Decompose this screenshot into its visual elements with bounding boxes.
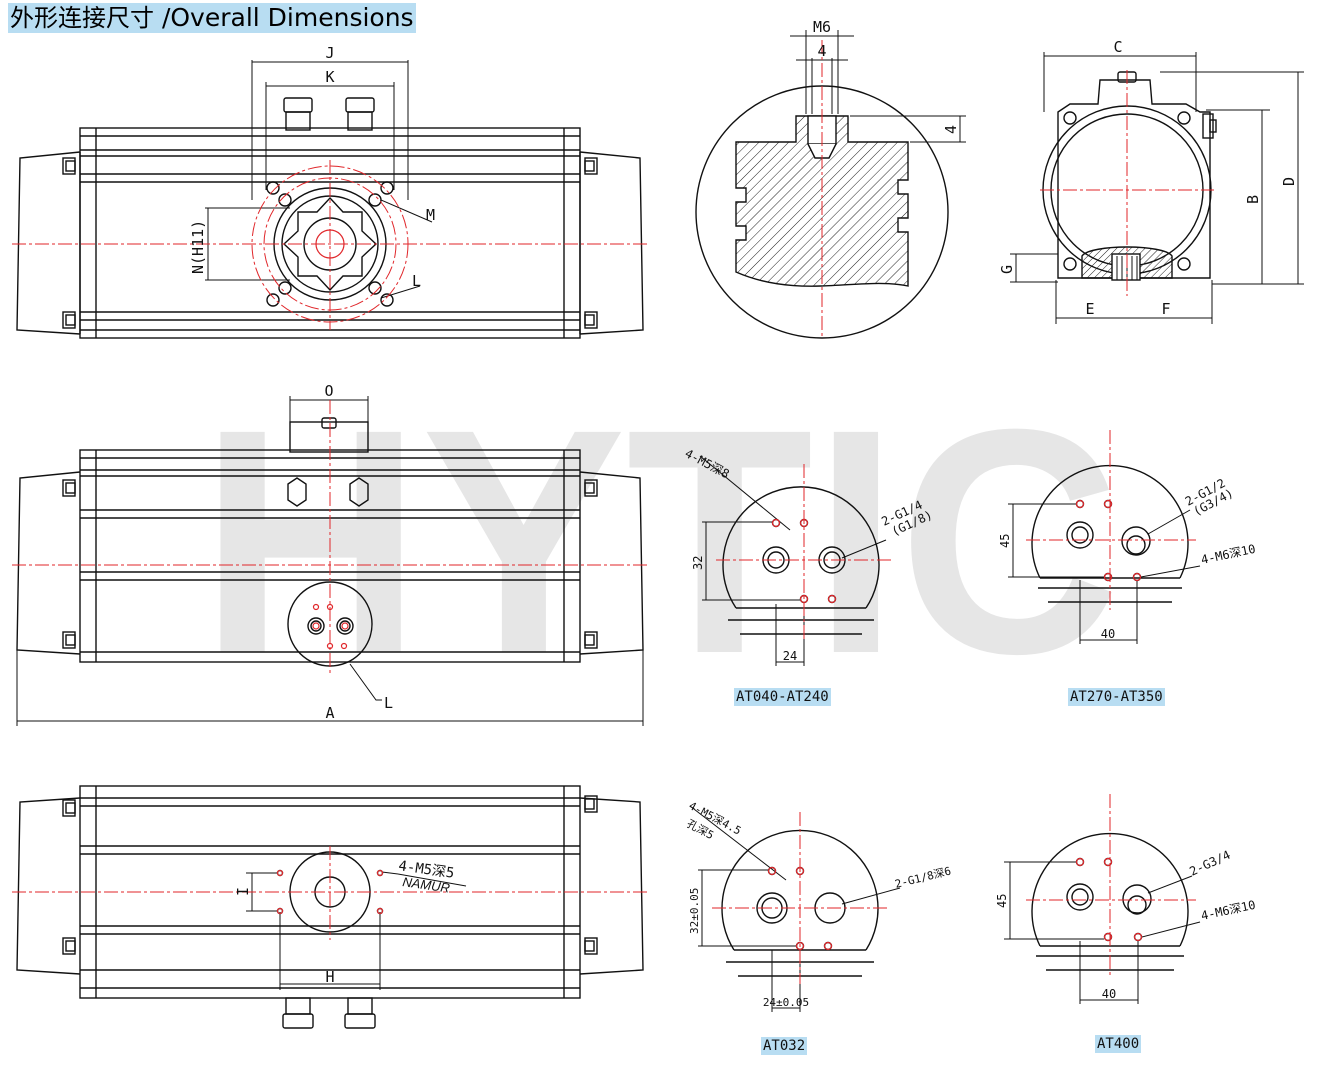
label-M: M xyxy=(426,206,435,224)
label-4-side: 4 xyxy=(942,125,960,134)
label-J: J xyxy=(325,44,334,62)
p4-port-note: 2-G3/4 xyxy=(1187,848,1232,879)
p3-dim-v: 32±0.05 xyxy=(688,888,701,934)
label-I: I xyxy=(234,887,252,896)
label-F: F xyxy=(1161,300,1170,318)
view-top xyxy=(16,60,644,339)
p1-dim-v: 32 xyxy=(691,556,705,570)
pattern-at400 xyxy=(1004,832,1201,1004)
namur-line1: 4-M5深5 xyxy=(397,858,455,882)
namur-note: 4-M5深5 NAMUR xyxy=(397,858,455,895)
label-A: A xyxy=(325,704,334,722)
label-M6: M6 xyxy=(813,18,831,36)
p4-dim-h: 40 xyxy=(1102,987,1116,1001)
label-L-top: L xyxy=(412,272,421,290)
label-N-H11: N(H11) xyxy=(189,220,207,274)
page-title: 外形连接尺寸 /Overall Dimensions xyxy=(8,3,416,33)
p2-dim-h: 40 xyxy=(1101,627,1115,641)
p3-port-note: 2-G1/8深6 xyxy=(894,864,953,890)
caption-at040-at240: AT040-AT240 xyxy=(734,688,831,706)
p3-dim-h: 24±0.05 xyxy=(763,996,809,1009)
label-B: B xyxy=(1244,195,1262,204)
p1-dim-h: 24 xyxy=(783,649,797,663)
view-shaft-detail xyxy=(695,30,966,339)
label-O: O xyxy=(324,382,333,400)
center-lines xyxy=(12,40,1214,984)
label-4-top: 4 xyxy=(817,42,826,60)
namur-line2: NAMUR xyxy=(402,874,451,895)
pattern-at040-at240 xyxy=(699,455,887,666)
label-H: H xyxy=(325,968,334,986)
view-bottom xyxy=(16,785,644,1029)
title-cn: 外形连接尺寸 xyxy=(10,4,154,32)
label-E: E xyxy=(1085,300,1094,318)
dimension-labels: J K M L N(H11) O A L H I M6 4 4 C B D G … xyxy=(189,18,1298,986)
title-en: Overall Dimensions xyxy=(170,3,414,32)
red-holes xyxy=(276,229,1143,951)
label-L-front: L xyxy=(384,694,393,712)
view-end xyxy=(1010,52,1304,324)
p2-hole-note: 4-M6深10 xyxy=(1200,542,1257,567)
label-D: D xyxy=(1280,177,1298,186)
label-G: G xyxy=(998,265,1016,274)
caption-at400: AT400 xyxy=(1095,1035,1142,1053)
title-separator: / xyxy=(154,3,171,32)
caption-at032: AT032 xyxy=(761,1037,808,1055)
label-K: K xyxy=(325,68,334,86)
pattern-at032 xyxy=(689,805,901,1012)
p2-dim-v: 45 xyxy=(998,534,1012,548)
p4-hole-note: 4-M6深10 xyxy=(1200,898,1257,923)
caption-at270-at350: AT270-AT350 xyxy=(1068,688,1165,706)
watermark-text: HYTIC xyxy=(200,362,1120,720)
label-C: C xyxy=(1113,38,1122,56)
p4-dim-v: 45 xyxy=(995,894,1009,908)
